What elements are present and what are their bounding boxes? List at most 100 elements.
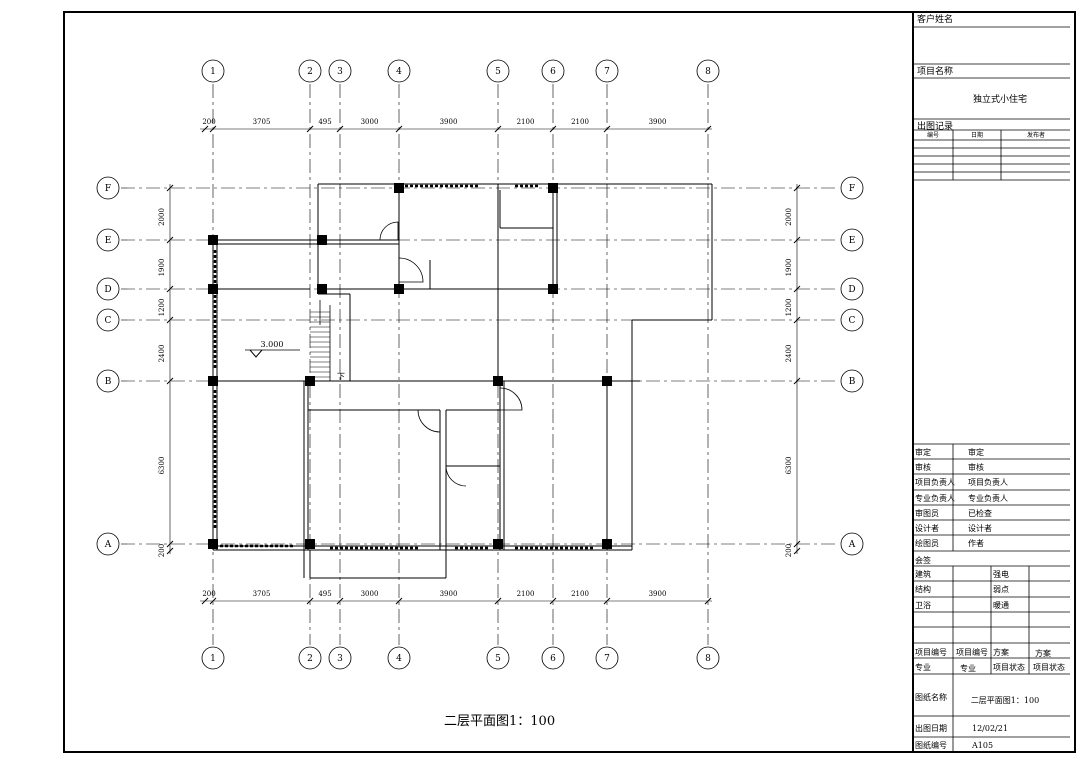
dimension-tick	[209, 597, 217, 605]
axis-bubble-2	[298, 646, 322, 670]
structural-column	[493, 539, 503, 549]
axis-label: 6	[550, 67, 556, 77]
record-header: 发布者	[1027, 131, 1045, 139]
record-label: 出图记录	[917, 120, 953, 132]
dimension-tick	[549, 125, 557, 133]
dimension-text: 2400	[158, 345, 166, 363]
project-name-value: 独立式小住宅	[973, 93, 1027, 105]
dimension-tick	[793, 285, 801, 293]
axis-bubble-E	[96, 228, 120, 252]
role-label: 审核	[915, 462, 931, 472]
dimension-tick	[793, 540, 801, 548]
dimension-text: 3000	[361, 118, 379, 126]
dimension-tick	[166, 285, 174, 293]
structural-column	[208, 539, 218, 549]
axis-bubble-C	[840, 308, 864, 332]
countersign-discipline: 结构	[915, 584, 931, 594]
door-swing	[398, 257, 424, 283]
sheet-no-value: A105	[971, 741, 993, 750]
dimension-tick	[395, 125, 403, 133]
stair-label: 下	[337, 372, 345, 381]
dimension-tick	[201, 597, 209, 605]
dimension-text: 3705	[253, 590, 271, 598]
structural-column	[548, 284, 558, 294]
dimension-tick	[793, 377, 801, 385]
axis-label: F	[105, 184, 111, 194]
dimension-text: 2100	[571, 590, 589, 598]
axis-label: 2	[307, 654, 313, 664]
sheet-border	[63, 11, 1076, 753]
axis-bubble-E	[840, 228, 864, 252]
axis-label: E	[849, 236, 856, 246]
role-value: 专业负责人	[968, 493, 1008, 503]
dimension-text: 3000	[361, 590, 379, 598]
structural-column	[317, 284, 327, 294]
sheet-no-label: 图纸编号	[915, 740, 947, 750]
axis-label: D	[848, 285, 855, 295]
date-label: 出图日期	[915, 723, 947, 733]
structural-column	[394, 284, 404, 294]
role-label: 专业负责人	[915, 493, 955, 503]
sheet-name-value: 二层平面图1：100	[971, 696, 1039, 705]
dimension-tick	[336, 125, 344, 133]
role-value: 设计者	[968, 523, 992, 533]
axis-bubble-3	[328, 59, 352, 83]
axis-bubble-6	[541, 646, 565, 670]
dimension-tick	[166, 184, 174, 192]
dimension-tick	[166, 316, 174, 324]
door-swing	[445, 465, 467, 487]
dimension-tick	[494, 597, 502, 605]
level-mark-text: 3.000	[261, 340, 284, 349]
axis-bubble-1	[201, 59, 225, 83]
axis-bubble-F	[96, 176, 120, 200]
structural-column	[208, 235, 218, 245]
dimension-text: 2000	[785, 208, 793, 226]
axis-label: B	[849, 377, 856, 387]
dimension-tick	[209, 125, 217, 133]
axis-label: 5	[495, 67, 501, 77]
dimension-text: 495	[318, 590, 331, 598]
structural-column	[493, 376, 503, 386]
dimension-tick	[306, 597, 314, 605]
axis-label: 1	[210, 67, 216, 77]
axis-bubble-B	[840, 369, 864, 393]
role-label: 审图员	[915, 508, 939, 518]
countersign-discipline: 卫浴	[915, 600, 931, 610]
role-label: 审定	[915, 447, 931, 457]
record-header: 日期	[971, 131, 983, 139]
role-value: 项目负责人	[968, 477, 1008, 487]
axis-label: E	[105, 236, 112, 246]
axis-label: F	[849, 184, 855, 194]
dimension-text: 3900	[649, 118, 667, 126]
dimension-text: 6300	[785, 457, 793, 475]
dimension-text: 200	[158, 544, 166, 557]
axis-bubble-5	[486, 59, 510, 83]
dimension-tick	[704, 125, 712, 133]
dimension-tick	[166, 547, 174, 555]
role-value: 审定	[968, 447, 984, 457]
scheme-value: 方案	[1035, 648, 1051, 658]
axis-label: 4	[396, 67, 402, 77]
sheet-name-label: 图纸名称	[915, 692, 947, 702]
structural-column	[394, 183, 404, 193]
axis-bubble-4	[387, 646, 411, 670]
dimension-text: 2100	[517, 590, 535, 598]
dimension-text: 1200	[158, 299, 166, 317]
axis-bubble-8	[696, 646, 720, 670]
scheme-label: 方案	[993, 647, 1009, 657]
dimension-tick	[549, 597, 557, 605]
drawing-title: 二层平面图1：100	[444, 714, 556, 729]
axis-bubble-B	[96, 369, 120, 393]
dimension-tick	[704, 597, 712, 605]
dimension-text: 3705	[253, 118, 271, 126]
axis-label: 3	[337, 654, 343, 664]
door-swing	[417, 409, 441, 433]
axis-label: C	[849, 316, 856, 326]
level-mark-triangle	[249, 349, 263, 358]
dimension-tick	[603, 597, 611, 605]
project-name-label: 项目名称	[917, 65, 953, 77]
dimension-text: 1900	[158, 259, 166, 277]
structural-column	[208, 376, 218, 386]
role-label: 项目负责人	[915, 477, 955, 487]
